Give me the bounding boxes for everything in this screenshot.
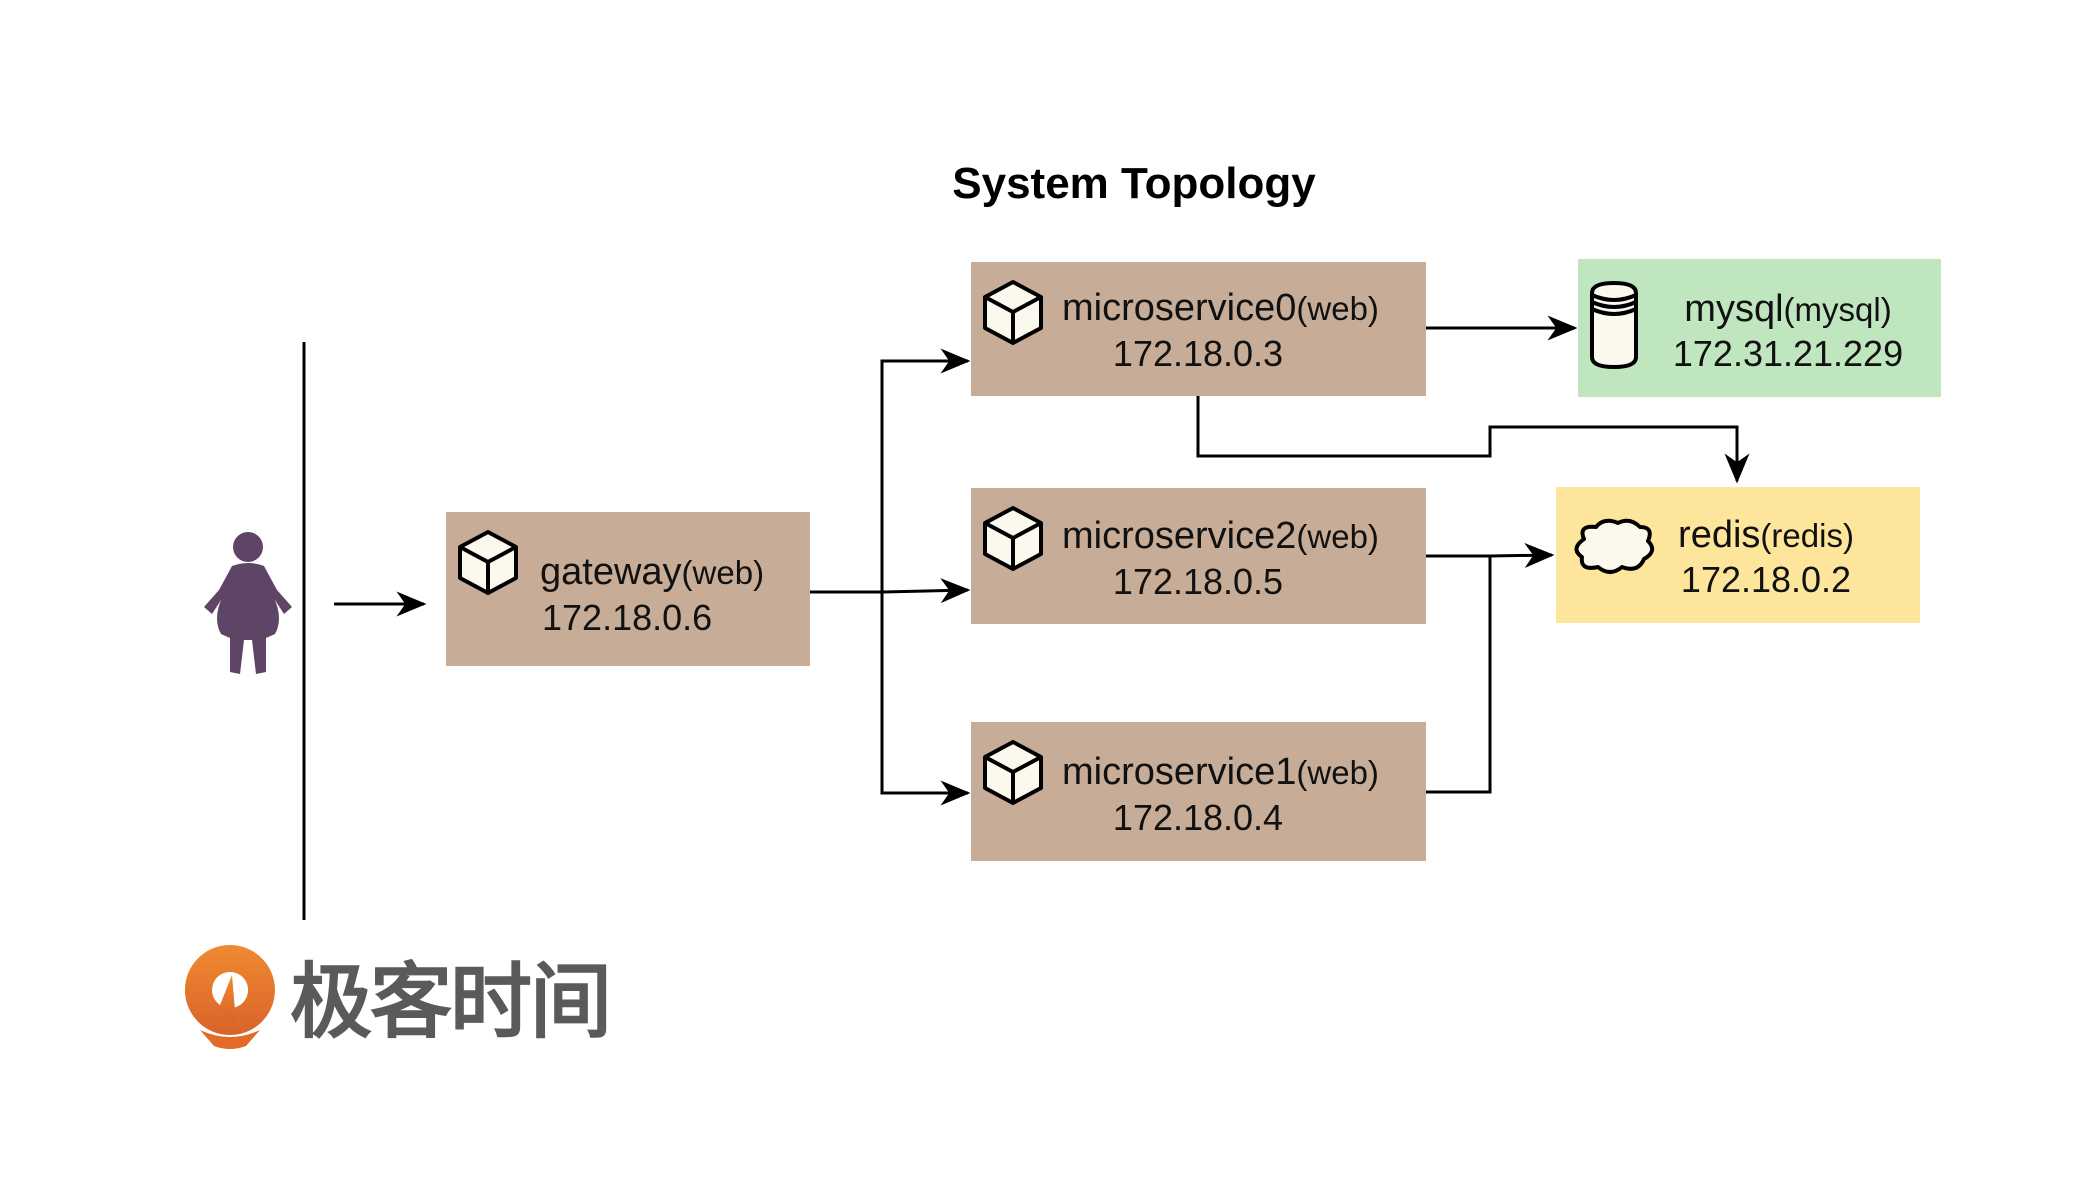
node-microservice2-box[interactable] [971,488,1426,624]
diagram-title: System Topology [952,159,1316,208]
node-name: redis [1678,514,1760,556]
edge-gateway-microservice1 [880,592,971,806]
node-name: mysql [1684,288,1783,330]
node-microservice1-box[interactable] [971,722,1426,861]
node-ip: 172.18.0.4 [1113,797,1283,838]
geektime-logo: 极客时间 [184,945,612,1050]
node-ip: 172.18.0.2 [1681,559,1851,600]
node-type: (web) [1296,290,1379,327]
cube-icon [458,530,518,595]
edge-gateway-microservice2 [881,578,971,604]
node-gateway[interactable]: gateway(web)172.18.0.6 [446,512,810,666]
node-type: (web) [682,554,765,591]
node-label: microservice1(web) [1062,751,1379,793]
node-ip: 172.18.0.6 [542,597,712,638]
cube-icon [983,280,1043,345]
node-ip: 172.18.0.5 [1113,561,1283,602]
node-label: mysql(mysql) [1684,288,1891,330]
node-ip: 172.18.0.3 [1113,333,1283,374]
node-label: gateway(web) [540,551,764,593]
logo-text: 极客时间 [290,955,610,1050]
edge-microservice2-redis [1426,542,1555,568]
node-redis[interactable]: redis(redis)172.18.0.2 [1556,487,1920,623]
node-label: redis(redis) [1678,514,1854,556]
node-name: gateway [540,551,682,593]
node-type: (web) [1296,518,1379,555]
node-microservice0-box[interactable] [971,262,1426,396]
node-microservice2[interactable]: microservice2(web)172.18.0.5 [971,488,1426,624]
person-icon [204,532,292,674]
node-label: microservice0(web) [1062,287,1379,329]
node-name: microservice0 [1062,287,1296,329]
cube-icon [983,740,1043,805]
node-label: microservice2(web) [1062,515,1379,557]
node-microservice1[interactable]: microservice1(web)172.18.0.4 [971,722,1426,861]
node-type: (web) [1296,754,1379,791]
node-ip: 172.31.21.229 [1673,333,1903,374]
node-gateway-box[interactable] [446,512,810,666]
node-mysql-box[interactable] [1578,259,1941,397]
database-icon [1590,281,1638,369]
actor [204,342,306,920]
node-name: microservice1 [1062,751,1296,793]
edge-gateway-microservice0 [810,348,971,594]
node-microservice0[interactable]: microservice0(web)172.18.0.3 [971,262,1426,396]
cloud-icon [1574,518,1655,574]
node-type: (mysql) [1784,291,1892,328]
node-mysql[interactable]: mysql(mysql)172.31.21.229 [1578,259,1941,397]
edge-microservice1-redis [1426,556,1492,794]
cube-icon [983,506,1043,571]
edge-microservice0-redis [1196,396,1750,484]
node-name: microservice2 [1062,515,1296,557]
node-type: (redis) [1760,517,1854,554]
geektime-logo-icon [184,945,275,1049]
edges [334,315,1750,806]
